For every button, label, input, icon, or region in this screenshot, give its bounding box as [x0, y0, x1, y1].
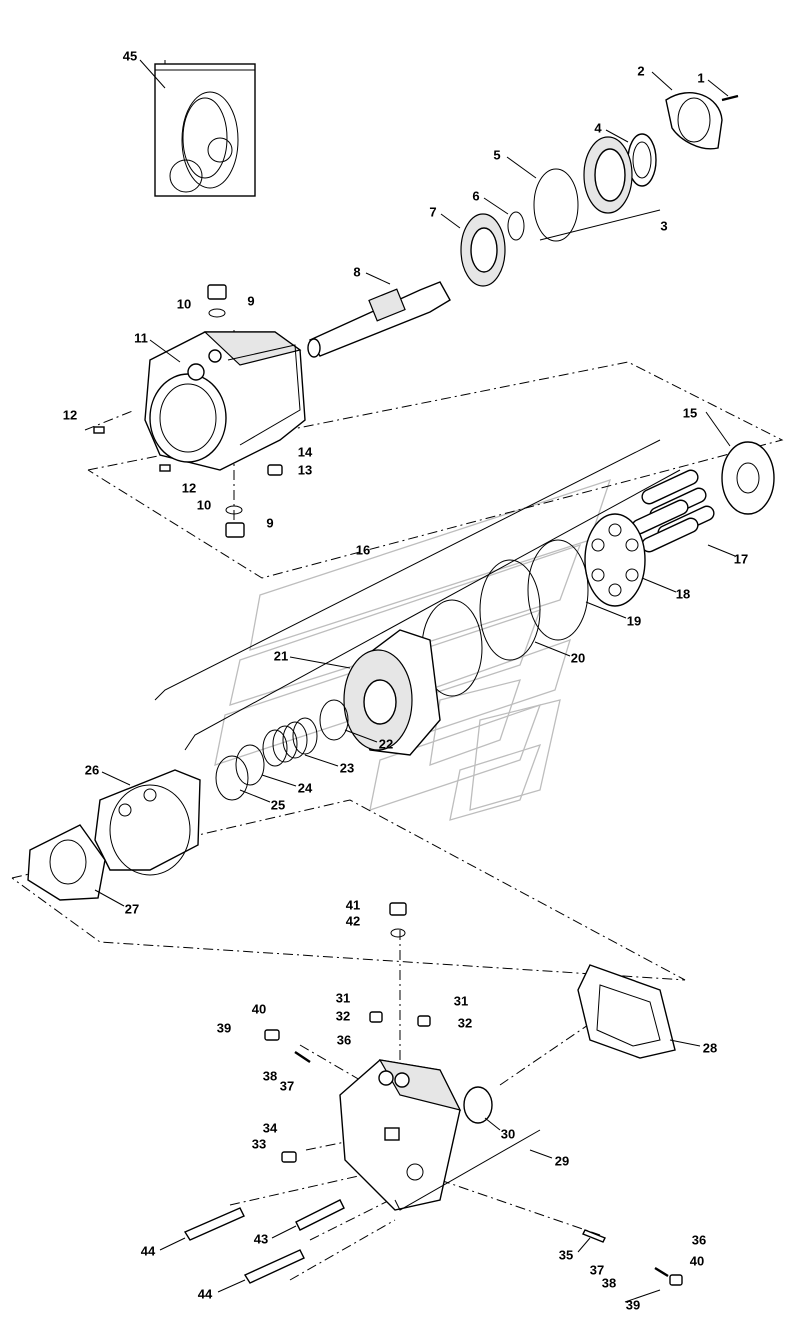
retainer-plate	[584, 513, 646, 607]
callout-c24: 24	[298, 780, 313, 795]
callout-c14: 14	[298, 444, 313, 459]
callout-c10a: 10	[177, 296, 191, 311]
callout-c32a: 32	[336, 1008, 350, 1023]
callout-c7: 7	[429, 204, 436, 219]
cylinder-block	[319, 629, 441, 756]
gasket	[577, 964, 676, 1059]
end-plate	[27, 824, 106, 901]
brake-housing	[94, 769, 201, 876]
callout-c1: 1	[697, 70, 704, 85]
callout-c2: 2	[637, 63, 644, 78]
grouping-brackets	[154, 209, 681, 1211]
callout-c25: 25	[271, 797, 285, 812]
callout-c29: 29	[555, 1153, 569, 1168]
callout-c38a: 38	[263, 1068, 277, 1083]
leader-lines	[94, 59, 736, 1303]
callout-c37b: 37	[590, 1262, 604, 1277]
callout-c16: 16	[356, 542, 370, 557]
callout-c21: 21	[274, 648, 288, 663]
shaft-assembly	[307, 92, 739, 358]
callout-c18: 18	[676, 586, 690, 601]
callout-c9a: 9	[247, 293, 254, 308]
callout-c20: 20	[571, 650, 585, 665]
piston-set	[631, 469, 715, 553]
callout-c44a: 44	[141, 1243, 156, 1258]
port-plate	[721, 441, 775, 515]
callout-c39b: 39	[626, 1297, 640, 1312]
callout-c26: 26	[85, 762, 99, 777]
callout-c34: 34	[263, 1120, 278, 1135]
callout-c15: 15	[683, 405, 697, 420]
callout-c42: 42	[346, 913, 360, 928]
callout-c44b: 44	[198, 1286, 213, 1301]
callout-c28: 28	[703, 1040, 717, 1055]
callout-c8: 8	[353, 264, 360, 279]
seal-kit-bag	[154, 63, 256, 197]
callout-c43: 43	[254, 1231, 268, 1246]
callout-c23: 23	[340, 760, 354, 775]
callout-c13: 13	[298, 462, 312, 477]
callout-c9b: 9	[266, 515, 273, 530]
callout-c39a: 39	[217, 1020, 231, 1035]
callout-c31a: 31	[336, 990, 350, 1005]
callout-c3: 3	[660, 218, 667, 233]
callout-c36a: 36	[337, 1032, 351, 1047]
callout-c45: 45	[123, 48, 137, 63]
callout-c27: 27	[125, 901, 139, 916]
callout-c12b: 12	[182, 480, 196, 495]
callout-c38b: 38	[602, 1275, 616, 1290]
callout-c12a: 12	[63, 407, 77, 422]
callout-c22: 22	[379, 736, 393, 751]
callout-c5: 5	[493, 147, 500, 162]
callout-c37a: 37	[280, 1078, 294, 1093]
callout-c40a: 40	[252, 1001, 266, 1016]
callout-c10b: 10	[197, 497, 211, 512]
callout-c36b: 36	[692, 1232, 706, 1247]
callout-c35: 35	[559, 1247, 573, 1262]
callout-c4: 4	[594, 120, 602, 135]
callout-c33: 33	[252, 1136, 266, 1151]
callout-c40b: 40	[690, 1253, 704, 1268]
callout-c6: 6	[472, 188, 479, 203]
callout-c19: 19	[627, 613, 641, 628]
callout-c41: 41	[346, 897, 360, 912]
callout-c30: 30	[501, 1126, 515, 1141]
callout-c32b: 32	[458, 1015, 472, 1030]
spring-and-rings	[215, 717, 318, 801]
callout-c31b: 31	[454, 993, 468, 1008]
valve-block	[183, 902, 683, 1286]
callout-c17: 17	[734, 551, 748, 566]
callout-c11: 11	[134, 330, 148, 345]
motor-housing	[93, 284, 306, 538]
